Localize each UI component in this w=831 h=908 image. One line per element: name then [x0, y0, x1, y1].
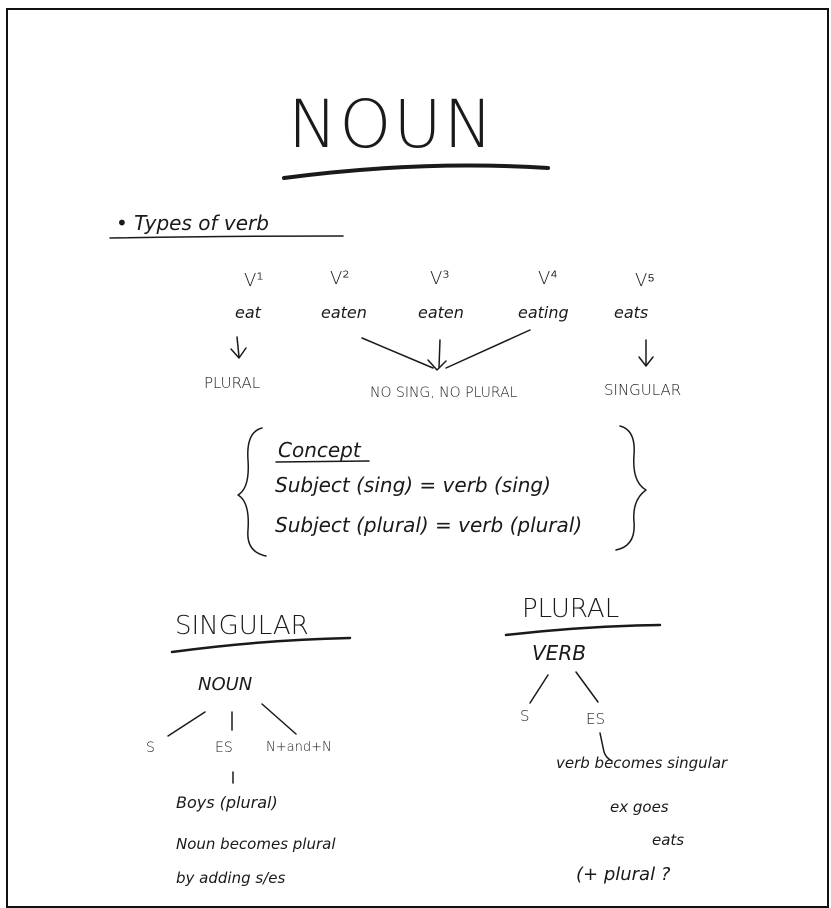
outcome-plural: PLURAL	[204, 374, 261, 392]
plural-example-2: eats	[652, 831, 685, 849]
singular-underline	[170, 636, 352, 654]
verb-label-v3: V³	[430, 268, 450, 289]
singular-branch-n-and-n: N+and+N	[266, 740, 332, 755]
outcome-singular: SINGULAR	[604, 381, 682, 399]
verb-word-eaten-v2: eaten	[321, 303, 367, 322]
verb-word-eating: eating	[518, 303, 569, 322]
verb-word-eaten-v3: eaten	[418, 303, 464, 322]
singular-branch-s: S	[146, 740, 155, 756]
verb-word-eats: eats	[614, 303, 649, 322]
concept-heading: Concept	[278, 438, 361, 462]
types-heading: • Types of verb	[116, 211, 269, 235]
verb-label-v5: V⁵	[635, 270, 655, 291]
outcome-neither: NO SING, NO PLURAL	[370, 385, 518, 401]
plural-note: verb becomes singular	[556, 754, 728, 772]
right-brace	[615, 425, 647, 551]
verb-label-v2: V²	[330, 268, 350, 289]
plural-branch-s: S	[520, 707, 530, 725]
singular-sub-noun: NOUN	[198, 674, 253, 695]
plural-branch-es: ES	[586, 710, 605, 728]
singular-note-1: Noun becomes plural	[176, 835, 336, 853]
concept-underline	[275, 460, 370, 463]
verb-label-v4: V⁴	[538, 268, 558, 289]
singular-note-2: by adding s/es	[176, 869, 286, 887]
left-brace	[237, 427, 267, 557]
singular-heading: SINGULAR	[175, 611, 309, 641]
singular-example: Boys (plural)	[176, 793, 278, 812]
plural-heading: PLURAL	[522, 594, 620, 624]
down-arrow-icon	[638, 339, 654, 367]
plural-bottom: (+ plural ?	[576, 864, 671, 885]
title-underline	[282, 163, 550, 180]
ink-strokes	[109, 163, 662, 784]
plural-example-1: ex goes	[610, 798, 669, 816]
verb-word-eat: eat	[235, 303, 261, 322]
concept-line-1: Subject (sing) = verb (sing)	[275, 473, 551, 497]
page-title: NOUN	[288, 86, 495, 163]
plural-sub-verb: VERB	[532, 641, 586, 665]
verb-label-v1: V¹	[244, 270, 264, 291]
singular-branch-es: ES	[215, 740, 233, 756]
concept-line-2: Subject (plural) = verb (plural)	[275, 513, 583, 537]
converge-arrows-icon	[361, 329, 531, 371]
down-arrow-icon	[230, 336, 247, 359]
plural-underline	[504, 623, 662, 637]
types-underline	[109, 235, 344, 239]
